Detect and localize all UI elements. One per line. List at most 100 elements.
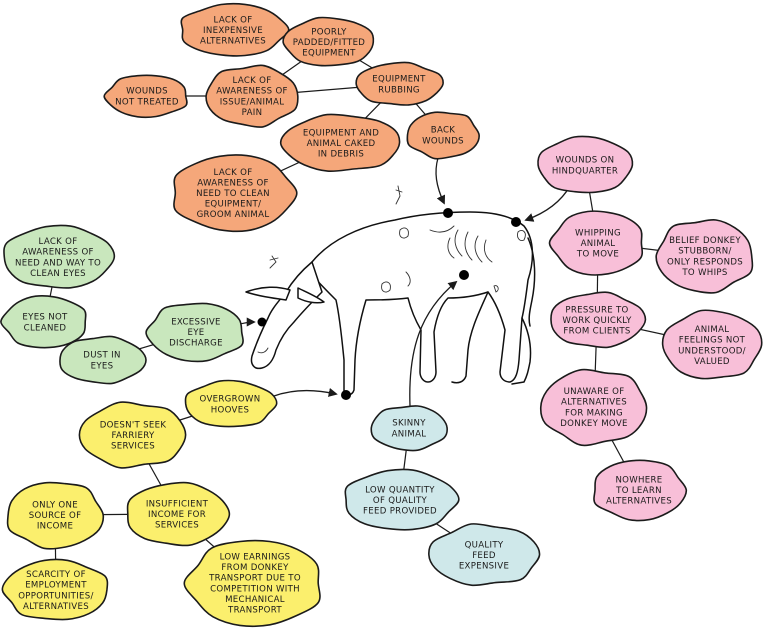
bubble-text-line: LACK OF: [39, 237, 78, 247]
bubble-shape: [145, 302, 244, 363]
bubble-text-line: INSUFFICIENT: [146, 499, 209, 509]
bubble-text-line: UNDERSTOOD/: [678, 346, 746, 356]
bubble-text-line: NOT TREATED: [115, 97, 179, 107]
hoof-marker: [341, 390, 351, 400]
bubble-text-line: ONLY RESPONDS: [667, 257, 743, 267]
bubble-text-line: WORK QUICKLY: [562, 316, 632, 326]
hindquarter-marker: [511, 217, 521, 227]
bubble-text-line: INCOME FOR: [148, 510, 206, 520]
bubble-text-line: INCOME: [37, 522, 73, 532]
back-marker: [443, 208, 453, 218]
bubble-shape: [103, 74, 188, 119]
ribs-marker: [459, 270, 469, 280]
bubble-text-line: MECHANICAL: [225, 595, 285, 605]
bubble-shape: [539, 368, 648, 447]
bubble-text-line: COMPETITION WITH: [210, 584, 300, 594]
bubble-text-line: ANIMAL: [581, 239, 616, 249]
bubble-text-line: EMPLOYMENT: [25, 581, 87, 591]
donkey-nostril: [257, 347, 269, 354]
bubble-text-line: NOWHERE: [615, 475, 662, 485]
bubble-text-line: DUST IN: [83, 351, 120, 361]
bubble-text-line: LACK OF: [214, 168, 253, 178]
bubble-text-line: ONLY ONE: [32, 500, 78, 510]
bubble-text-line: SCARCITY OF: [26, 570, 86, 580]
fly-icon-2: [269, 255, 279, 269]
bubble-shape: [205, 64, 299, 128]
bubble-shape: [655, 219, 754, 294]
bubble-text-line: CLEAN EYES: [30, 269, 86, 279]
bubble-text-line: LOW EARNINGS: [220, 553, 291, 563]
bubble-shape: [344, 468, 460, 531]
bubble-text-line: NEED TO CLEAN: [196, 189, 270, 199]
bubble-shape: [184, 379, 278, 428]
bubble-text-line: TO WHIPS: [681, 268, 727, 278]
bubble-shape: [3, 224, 116, 289]
bubble-text-line: ISSUE/ANIMAL: [220, 97, 285, 107]
bubble-text-line: FEED PROVIDED: [363, 507, 437, 517]
eye-marker: [257, 317, 267, 327]
bubble-text-line: ANIMAL: [695, 325, 730, 335]
bubble-shape: [537, 135, 634, 194]
bubble-text-line: TRANSPORT DUE TO: [208, 574, 301, 584]
bubble-text-line: EQUIPMENT AND: [303, 128, 379, 138]
donkey-body: [311, 211, 534, 396]
bubble-text-line: FOR MAKING: [565, 408, 623, 418]
bubble-text-line: EYES NOT: [22, 313, 68, 323]
bubble-text-line: VALUED: [694, 357, 730, 367]
bubble-text-line: FEED: [472, 551, 496, 561]
bubble-text-line: IN DEBRIS: [318, 150, 364, 160]
bubble-scarcity: SCARCITY OFEMPLOYMENTOPPORTUNITIES/ALTER…: [1, 558, 109, 621]
arrow-back-wounds: [435, 157, 446, 205]
bubble-text-line: EYE: [187, 328, 204, 338]
bubble-text-line: EQUIPMENT: [302, 49, 356, 59]
bubble-shape: [661, 309, 763, 380]
bubble-shape: [180, 2, 290, 57]
bubble-text-line: FARRIERY: [111, 431, 154, 441]
bubble-text-line: HOOVES: [211, 405, 249, 415]
bubble-shape: [173, 154, 298, 233]
donkey-hind-leg-2: [451, 291, 489, 384]
bubble-shape: [593, 459, 688, 522]
bubble-shape: [355, 61, 444, 106]
donkey-ribs: [447, 229, 493, 263]
bubble-text-line: CLEANED: [24, 323, 67, 333]
bubble-text-line: PRESSURE TO: [565, 305, 628, 315]
bubble-text-line: LACK OF: [214, 15, 253, 25]
bubble-text-line: INEXPENSIVE: [203, 26, 263, 36]
bubble-shape: [548, 210, 644, 276]
bubble-text-line: EQUIPMENT: [372, 75, 426, 85]
bubble-text-line: WHIPPING: [575, 228, 621, 238]
bubble-text-line: PAIN: [242, 108, 263, 118]
donkey-tail: [527, 237, 536, 327]
fly-icon: [395, 185, 403, 205]
bubble-text-line: DOESN'T SEEK: [100, 420, 167, 430]
bubble-text-line: DONKEY MOVE: [560, 419, 628, 429]
bubble-text-line: ALTERNATIVES: [561, 398, 627, 408]
arrow-hooves: [273, 387, 338, 397]
bubble-text-line: PADDED/FITTED: [293, 38, 366, 48]
bubble-text-line: AWARENESS OF: [216, 87, 288, 97]
bubble-text-line: ANIMAL: [392, 429, 427, 439]
donkey-hind-leg: [511, 317, 532, 385]
bubble-shape: [183, 539, 321, 628]
bubble-shape: [1, 558, 109, 621]
bubble-text-line: POORLY: [311, 27, 347, 37]
bubble-text-line: UNAWARE OF: [564, 387, 625, 397]
